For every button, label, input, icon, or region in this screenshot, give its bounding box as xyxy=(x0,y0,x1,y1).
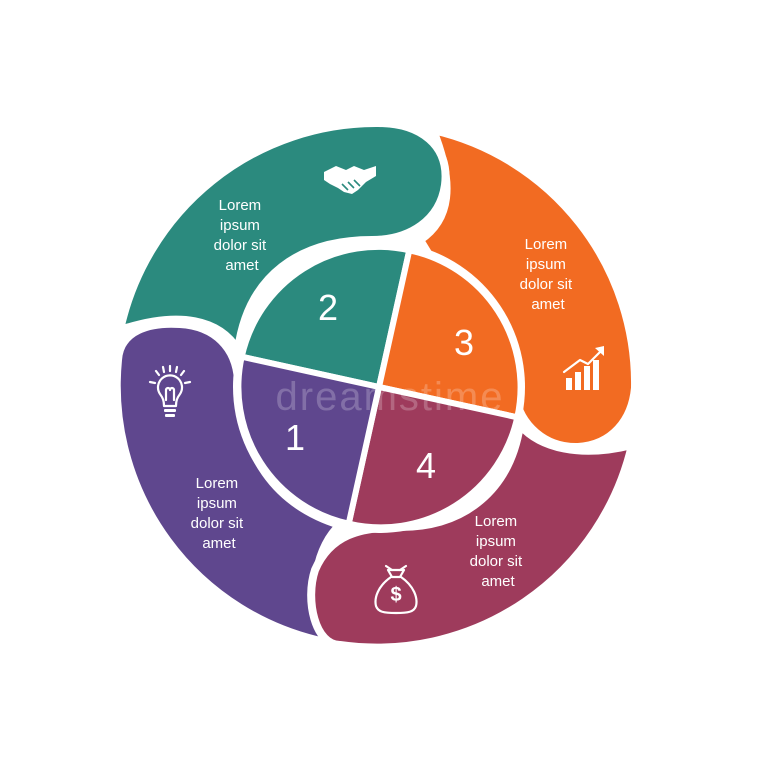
quadrant-1 xyxy=(235,353,382,527)
segment-label-4-line: dolor sit xyxy=(470,553,523,570)
segment-label-2-line: Lorem xyxy=(219,197,262,214)
segment-label-1: Lorem ipsum dolor sit amet xyxy=(191,475,248,552)
quadrant-2 xyxy=(238,243,413,390)
segment-label-3: Lorem ipsum dolor sit amet xyxy=(520,236,577,313)
segment-number-2: 2 xyxy=(318,287,338,328)
segment-label-1-line: ipsum xyxy=(197,495,237,512)
segment-label-3-line: amet xyxy=(531,296,565,313)
segment-label-3-line: Lorem xyxy=(525,236,568,253)
segment-label-4-line: ipsum xyxy=(476,533,516,550)
segment-number-4: 4 xyxy=(416,445,436,486)
growth-chart-icon xyxy=(562,346,604,390)
segment-label-2-line: amet xyxy=(225,257,259,274)
segment-label-2-line: ipsum xyxy=(220,217,260,234)
quadrant-4 xyxy=(345,384,521,531)
segment-label-4-line: Lorem xyxy=(475,513,518,530)
money-bag-icon: $ xyxy=(374,564,418,615)
segment-label-1-line: amet xyxy=(202,535,236,552)
segment-number-3: 3 xyxy=(454,322,474,363)
segment-label-2: Lorem ipsum dolor sit amet xyxy=(214,197,271,274)
outer-segment-4 xyxy=(307,421,636,652)
segment-label-1-line: Lorem xyxy=(196,475,239,492)
segment-number-1: 1 xyxy=(285,417,305,458)
segment-label-3-line: ipsum xyxy=(526,256,566,273)
segment-label-4-line: amet xyxy=(481,573,515,590)
dollar-sign-glyph: $ xyxy=(390,584,401,606)
outer-segment-3 xyxy=(416,126,640,452)
segment-label-1-line: dolor sit xyxy=(191,515,244,532)
segment-label-3-line: dolor sit xyxy=(520,276,573,293)
quadrant-3 xyxy=(376,247,524,421)
handshake-icon xyxy=(324,166,376,194)
segment-label-2-line: dolor sit xyxy=(214,237,267,254)
lightbulb-icon xyxy=(148,364,192,417)
segment-label-4: Lorem ipsum dolor sit amet xyxy=(470,513,527,590)
watermark: dreamstime xyxy=(276,375,505,419)
